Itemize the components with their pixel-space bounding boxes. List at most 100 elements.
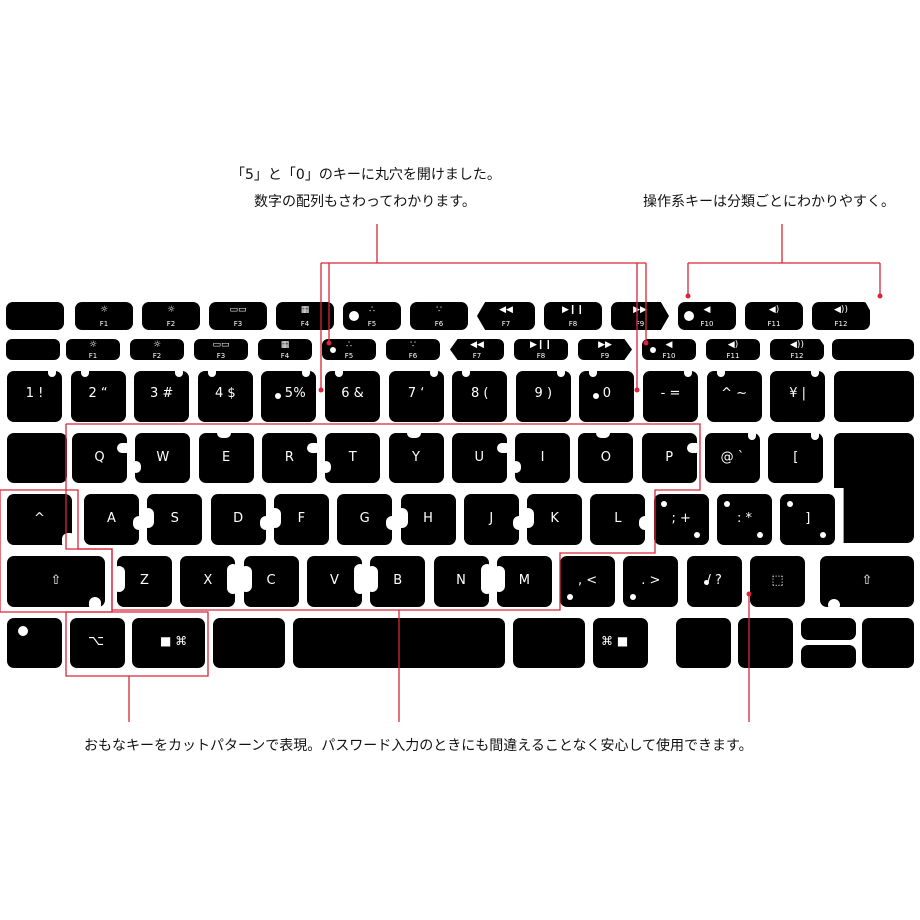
home-key-11[interactable]: : * [717, 494, 772, 545]
option-key[interactable]: ⌥ [70, 618, 125, 668]
key-label: Y [412, 450, 420, 465]
command-right-key[interactable]: ⌘ ■ [593, 618, 648, 668]
arrow-left-key[interactable] [738, 618, 793, 668]
bottom-key-1[interactable]: Z [113, 556, 172, 607]
delete-key[interactable] [834, 371, 914, 422]
function-key-label: F1 [99, 320, 109, 328]
return-key[interactable] [834, 433, 914, 543]
bottom-key-10[interactable]: / ? [686, 556, 742, 607]
bottom-key-6[interactable]: N [433, 556, 493, 607]
number-key-13[interactable]: ¥ | [770, 367, 826, 422]
home-key-6[interactable]: H [395, 494, 456, 545]
bottom-key-2[interactable]: X [180, 556, 240, 607]
function-key-f4-small[interactable]: ▦F4 [258, 339, 312, 360]
home-key-10[interactable]: ; + [653, 494, 709, 545]
home-key-8[interactable]: K [522, 494, 583, 545]
number-key-5[interactable]: 5% [261, 367, 317, 422]
function-key-f8-small[interactable]: ▶❙❙F8 [514, 339, 568, 360]
esc-key-small[interactable] [6, 339, 60, 360]
number-key-2[interactable]: 2 “ [70, 367, 126, 422]
letter-key-i[interactable]: I [511, 433, 571, 483]
home-key-1[interactable]: A [84, 494, 145, 545]
cut-notch [131, 461, 142, 473]
function-key-f12-small[interactable]: ◀))F12 [770, 339, 824, 360]
function-key-f5-small[interactable]: ∴F5 [322, 339, 376, 360]
number-five-hole [275, 393, 282, 399]
function-key-f6[interactable]: ∵F6 [410, 302, 468, 330]
function-key-f8[interactable]: ▶❙❙F8 [544, 302, 602, 330]
bottom-key-7[interactable]: M [492, 556, 552, 607]
eisu-key[interactable] [213, 618, 285, 668]
function-key-f3[interactable]: ▭▭F3 [209, 302, 267, 330]
number-key-12[interactable]: ^ ~ [706, 367, 762, 422]
arrow-up-key[interactable] [801, 618, 856, 640]
function-key-f1[interactable]: ☼F1 [75, 302, 133, 330]
bottom-key-3[interactable]: C [239, 556, 299, 607]
letter-key-q[interactable]: Q [72, 433, 131, 483]
number-key-8[interactable]: 8 ( [452, 367, 508, 422]
function-icon: ▶▶ [633, 305, 647, 315]
letter-key-y[interactable]: Y [388, 428, 444, 483]
power-key-small[interactable] [832, 339, 914, 360]
letter-key-u[interactable]: U [451, 433, 511, 483]
function-key-f7[interactable]: ◀◀F7 [477, 302, 535, 330]
function-key-f9[interactable]: ▶▶F9 [611, 302, 669, 330]
number-key-1[interactable]: 1 ! [7, 367, 62, 422]
number-key-3[interactable]: 3 # [134, 367, 190, 422]
kana-key[interactable] [513, 618, 585, 668]
number-key-9[interactable]: 9 ) [515, 367, 571, 422]
function-key-f9-small[interactable]: ▶▶F9 [578, 339, 632, 360]
home-key-9[interactable]: L [590, 494, 652, 545]
function-key-f4[interactable]: ▦F4 [276, 302, 334, 330]
number-key-7[interactable]: 7 ‘ [388, 367, 444, 422]
right-shift-key[interactable]: ⇧ [820, 556, 914, 611]
bottom-key-5[interactable]: B [366, 556, 426, 607]
function-key-f10[interactable]: ◀F10 [678, 302, 736, 330]
letter-key-@`[interactable]: @ ` [705, 430, 760, 483]
letter-key-w[interactable]: W [131, 433, 191, 483]
home-key-12[interactable]: ] [780, 494, 836, 545]
letter-key-t[interactable]: T [321, 433, 381, 483]
caps-key[interactable]: ^ [7, 494, 76, 549]
number-key-6[interactable]: 6 & [325, 367, 380, 422]
letter-key-e[interactable]: E [198, 428, 254, 483]
function-key-f7-small[interactable]: ◀◀F7 [450, 339, 504, 360]
letter-key-r[interactable]: R [261, 433, 321, 483]
bottom-key-9[interactable]: . > [623, 556, 679, 607]
arrow-right-key[interactable] [862, 618, 914, 668]
option-right-key[interactable] [676, 618, 731, 668]
command-left-key[interactable]: ■ ⌘ [132, 618, 205, 668]
letter-key-[[interactable]: [ [768, 430, 824, 483]
bottom-key-11[interactable]: ⬚ [750, 556, 805, 607]
left-shift-key[interactable]: ⇧ [7, 556, 105, 611]
number-key-11[interactable]: - = [643, 367, 698, 422]
home-key-7[interactable]: J [463, 494, 525, 545]
function-key-f2-small[interactable]: ☼F2 [130, 339, 184, 360]
function-key-f2[interactable]: ☼F2 [142, 302, 200, 330]
function-key-f5[interactable]: ∴F5 [343, 302, 401, 330]
function-key-f12[interactable]: ◀))F12 [812, 302, 870, 330]
number-key-10[interactable]: 0 [579, 367, 635, 422]
fn-key[interactable] [7, 618, 62, 668]
arrow-down-key[interactable] [801, 645, 856, 668]
letter-key-o[interactable]: O [578, 428, 634, 483]
home-key-4[interactable]: F [268, 494, 329, 545]
function-key-f11[interactable]: ◀)F11 [745, 302, 803, 330]
letter-key-p[interactable]: P [641, 433, 701, 483]
bottom-key-8[interactable]: , < [560, 556, 616, 607]
cut-notch [811, 430, 820, 440]
esc-key[interactable] [6, 302, 64, 330]
bottom-key-4[interactable]: V [306, 556, 366, 607]
function-key-f1-small[interactable]: ☼F1 [66, 339, 120, 360]
function-key-f11-small[interactable]: ◀)F11 [706, 339, 760, 360]
caption-number-holes-line1: 「5」と「0」のキーに丸穴を開けました。 [231, 167, 501, 183]
home-key-5[interactable]: G [337, 494, 399, 545]
home-key-3[interactable]: D [210, 494, 272, 545]
function-key-f6-small[interactable]: ∵F6 [386, 339, 440, 360]
function-key-f3-small[interactable]: ▭▭F3 [194, 339, 248, 360]
callout-dot-zero-small [643, 340, 649, 346]
number-key-4[interactable]: 4 $ [197, 367, 253, 422]
tab-key[interactable] [7, 433, 67, 483]
home-key-2[interactable]: S [142, 494, 203, 545]
function-key-f10-small[interactable]: ◀F10 [642, 339, 696, 360]
